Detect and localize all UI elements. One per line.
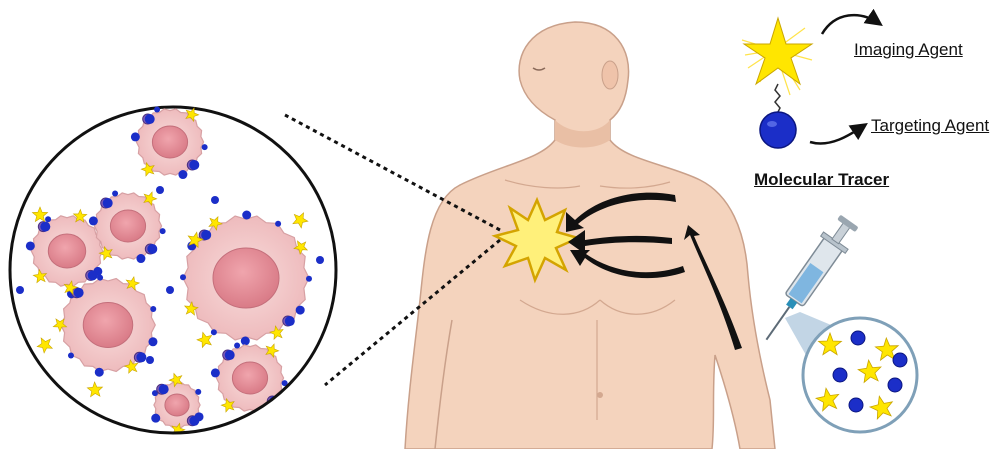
ball-icon	[148, 337, 157, 346]
ball-icon	[180, 274, 186, 280]
ball-icon	[306, 276, 312, 282]
ball-icon	[95, 368, 104, 377]
ball-icon	[166, 286, 174, 294]
arrow-icon	[810, 125, 865, 144]
ball-icon	[275, 221, 281, 227]
ball-icon	[16, 286, 24, 294]
star-icon	[744, 18, 812, 84]
ball-icon	[234, 342, 240, 348]
ball-icon	[26, 241, 35, 250]
ball-icon	[131, 132, 140, 141]
ball-icon	[296, 306, 305, 315]
human-torso	[405, 22, 775, 449]
ball-icon	[241, 336, 250, 345]
ball-icon	[211, 368, 220, 377]
ball-icon	[150, 306, 156, 312]
tracer-solution-circle	[803, 318, 917, 432]
molecular-tracer-label: Molecular Tracer	[754, 170, 889, 190]
ball-icon	[195, 389, 201, 395]
ball-icon	[202, 144, 208, 150]
ball-icon	[849, 398, 863, 412]
tracer-legend	[742, 15, 880, 148]
ball-icon	[89, 216, 98, 225]
ball-icon	[136, 254, 145, 263]
arrow-icon	[822, 15, 880, 34]
linker	[775, 84, 780, 114]
ball-icon	[146, 356, 154, 364]
body-outline	[424, 22, 775, 449]
ball-icon	[45, 216, 51, 222]
ball-icon	[888, 378, 902, 392]
ball-icon	[154, 106, 160, 112]
ball-icon	[760, 112, 796, 148]
ball-icon	[68, 353, 74, 359]
ball-icon	[178, 170, 187, 179]
ball-icon	[242, 211, 251, 220]
ball-icon	[316, 256, 324, 264]
ball-icon	[156, 186, 164, 194]
ball-icon	[160, 228, 166, 234]
ball-icon	[211, 196, 219, 204]
targeting-agent-label: Targeting Agent	[871, 116, 989, 136]
ball-icon	[151, 414, 160, 423]
ball-icon	[893, 353, 907, 367]
ball-icon	[851, 331, 865, 345]
ball-icon	[211, 329, 217, 335]
ball-icon	[833, 368, 847, 382]
ball-icon	[112, 190, 118, 196]
imaging-agent-label: Imaging Agent	[854, 40, 963, 60]
